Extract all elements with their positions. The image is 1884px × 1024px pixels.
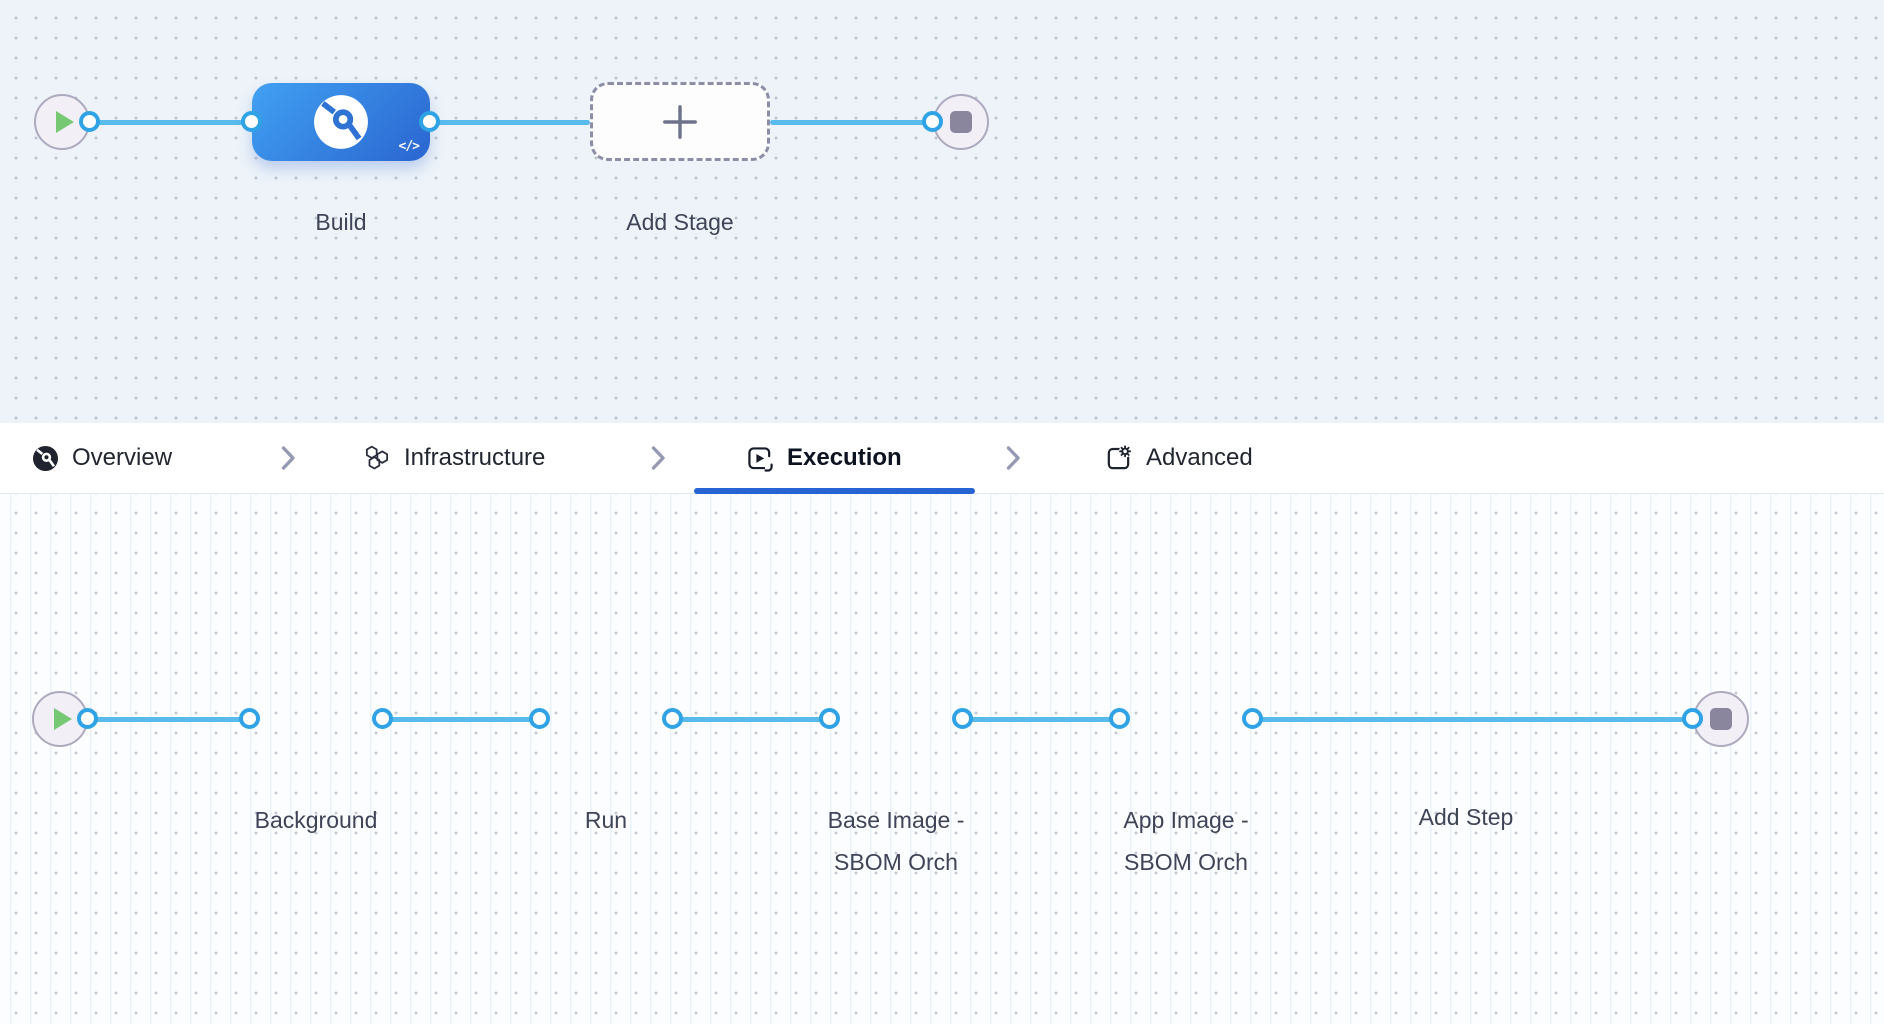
step-label-line2: SBOM Orch [1124, 849, 1248, 875]
connector-port[interactable] [1109, 708, 1130, 729]
tab-label: Advanced [1146, 444, 1253, 471]
connector-line [88, 716, 250, 722]
connector-port[interactable] [1682, 708, 1703, 729]
connector-port[interactable] [77, 708, 98, 729]
step-label[interactable]: App Image - SBOM Orch [1123, 799, 1248, 883]
connector-port[interactable] [819, 708, 840, 729]
connector-port[interactable] [922, 111, 943, 132]
connector-port[interactable] [79, 111, 100, 132]
connector-line [430, 119, 590, 125]
stage-config-tabbar: Overview Infrastructure [0, 423, 1884, 494]
connector-line [1253, 716, 1693, 722]
play-icon [54, 708, 72, 730]
step-label-line1: App Image - [1123, 807, 1249, 833]
stop-icon [950, 111, 972, 133]
connector-line [383, 716, 540, 722]
hexagons-icon [365, 445, 389, 470]
add-stage-label[interactable]: Add Stage [626, 209, 734, 235]
connector-port[interactable] [372, 708, 393, 729]
chevron-right-icon [651, 446, 665, 470]
tab-advanced[interactable]: Advanced [1104, 423, 1253, 493]
step-label-line1: Base Image - [827, 807, 965, 833]
step-label[interactable]: Base Image - SBOM Orch [828, 799, 965, 883]
connector-line [673, 716, 830, 722]
chevron-right-icon [1006, 446, 1020, 470]
execution-canvas[interactable]: </> </> [0, 493, 1884, 1024]
tab-overview[interactable]: Overview [32, 423, 172, 493]
page-gear-icon [1107, 444, 1132, 469]
chevron-right-icon [281, 446, 295, 470]
tab-infrastructure[interactable]: Infrastructure [363, 423, 545, 493]
connector-line [963, 716, 1120, 722]
harness-ci-icon [314, 95, 368, 149]
harness-ci-icon [32, 445, 59, 471]
stage-label[interactable]: Build [315, 209, 367, 235]
connector-line [770, 119, 933, 125]
play-icon [56, 111, 74, 133]
stop-icon [1710, 708, 1732, 730]
step-label[interactable]: Run [584, 807, 628, 833]
add-step-label[interactable]: Add Step [1418, 804, 1514, 830]
connector-port[interactable] [241, 111, 262, 132]
connector-port[interactable] [419, 111, 440, 132]
tab-label: Execution [787, 444, 902, 471]
connector-port[interactable] [1242, 708, 1263, 729]
plus-icon [663, 104, 697, 139]
connector-port[interactable] [952, 708, 973, 729]
step-label-line2: SBOM Orch [834, 849, 958, 875]
connector-port[interactable] [529, 708, 550, 729]
connector-port[interactable] [239, 708, 260, 729]
connector-line [90, 119, 252, 125]
tab-execution[interactable]: Execution [745, 423, 902, 493]
add-stage-button[interactable] [590, 82, 770, 161]
active-tab-underline [694, 488, 975, 494]
tab-label: Overview [72, 444, 173, 471]
stage-build-node[interactable]: </> [252, 83, 430, 161]
stage-canvas[interactable]: </> Build Add Stage [0, 0, 1884, 423]
connector-port[interactable] [662, 708, 683, 729]
play-square-icon [748, 446, 773, 472]
code-braces-icon[interactable]: </> [398, 139, 421, 154]
step-label[interactable]: Background [254, 807, 378, 833]
tab-label: Infrastructure [404, 444, 546, 471]
